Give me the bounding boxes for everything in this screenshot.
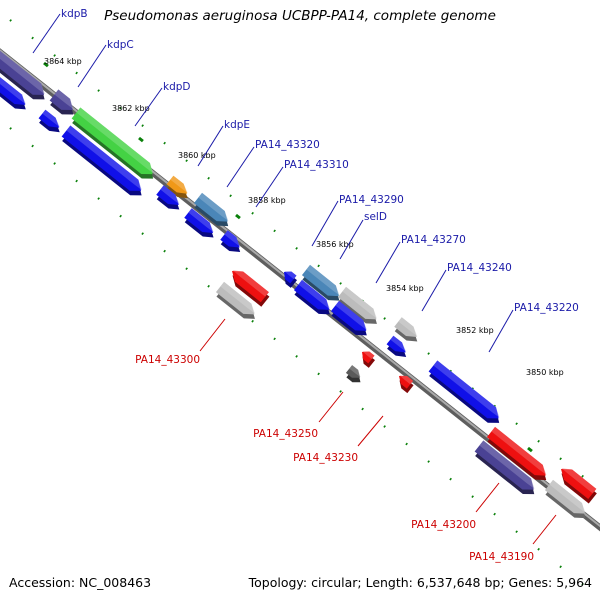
svg-text:PA14_43310: PA14_43310 [284, 159, 349, 171]
svg-text:PA14_43190: PA14_43190 [469, 551, 534, 563]
svg-text:PA14_43290: PA14_43290 [339, 194, 404, 206]
svg-text:PA14_43270: PA14_43270 [401, 234, 466, 246]
gene-PA14_43300-gray [215, 281, 256, 319]
gene-blue-8 [293, 279, 330, 315]
major-tick [235, 213, 241, 220]
label-PA14_43310: PA14_43310 [255, 159, 349, 208]
kbp-marker-label: 3862 kbp [112, 104, 150, 113]
svg-text:kdpD: kdpD [163, 81, 191, 93]
lower-dotted-track [9, 127, 584, 586]
label-kdpB: kdpB [32, 8, 88, 54]
label-PA14_43230: PA14_43230 [293, 415, 384, 464]
gene-PA14_43240 [394, 317, 418, 342]
gene-blue-3 [61, 125, 142, 196]
label-PA14_43250: PA14_43250 [253, 391, 344, 440]
gene-red-2 [561, 468, 597, 504]
upper-dotted-track [9, 19, 584, 478]
svg-text:PA14_43300: PA14_43300 [135, 354, 200, 366]
label-PA14_43290: PA14_43290 [311, 194, 404, 247]
label-PA14_43240: PA14_43240 [421, 262, 512, 312]
gene-red-small-1 [362, 351, 376, 368]
label-PA14_43220: PA14_43220 [488, 302, 579, 353]
label-PA14_43190: PA14_43190 [469, 514, 557, 563]
gene-blue-10 [386, 335, 407, 357]
label-kdpC: kdpC [77, 39, 134, 88]
gene-PA14_43320 [193, 192, 229, 227]
svg-text:PA14_43230: PA14_43230 [293, 452, 358, 464]
label-kdpD: kdpD [134, 81, 191, 127]
gene-layer [0, 49, 597, 519]
major-tick [527, 446, 533, 453]
svg-text:PA14_43220: PA14_43220 [514, 302, 579, 314]
svg-text:PA14_43320: PA14_43320 [255, 139, 320, 151]
genome-summary-text: Topology: circular; Length: 6,537,648 bp… [248, 575, 592, 590]
label-PA14_43300: PA14_43300 [135, 318, 226, 366]
gene-kdpC [49, 89, 74, 115]
svg-text:kdpB: kdpB [61, 8, 88, 20]
svg-text:PA14_43240: PA14_43240 [447, 262, 512, 274]
kbp-marker-label: 3854 kbp [386, 284, 424, 293]
gene-kdpE [166, 175, 188, 199]
gene-PA14_43290 [301, 264, 340, 301]
gene-blue-9 [330, 300, 367, 336]
svg-text:kdpC: kdpC [107, 39, 134, 51]
gene-PA14_43270 [337, 286, 378, 324]
kbp-marker-label: 3850 kbp [526, 368, 564, 377]
kbp-marker-label: 3858 kbp [248, 196, 286, 205]
gene-blue-6 [220, 230, 241, 252]
label-PA14_43270: PA14_43270 [375, 234, 466, 284]
tick-layer: 3864 kbp 3862 kbp 3860 kbp 3858 kbp 3856 kbp… [9, 19, 584, 586]
gene-PA14_43300-red [232, 270, 270, 307]
kbp-marker-label: 3860 kbp [178, 151, 216, 160]
label-layer: kdpB kdpC kdpD kdpE PA14_43320PA14_43310PA14… [32, 8, 579, 563]
gene-blue-2 [38, 109, 60, 133]
genome-title: Pseudomonas aeruginosa UCBPP-PA14, compl… [104, 8, 496, 24]
kbp-marker-label: 3864 kbp [44, 57, 82, 66]
svg-text:selD: selD [364, 211, 387, 223]
gene-kdpB [0, 49, 45, 100]
gene-blue-1 [0, 75, 26, 110]
gene-PA14_43250 [345, 365, 361, 383]
gene-PA14_43190 [544, 479, 586, 519]
svg-text:kdpE: kdpE [224, 119, 250, 131]
gene-kdpD [71, 107, 154, 179]
major-tick [43, 61, 49, 68]
kbp-marker-label: 3856 kbp [316, 240, 354, 249]
gene-blue-11 [428, 360, 500, 423]
kbp-marker-label: 3852 kbp [456, 326, 494, 335]
svg-text:PA14_43200: PA14_43200 [411, 519, 476, 531]
gene-red-1 [486, 426, 547, 481]
gene-PA14_43230 [399, 375, 414, 394]
gene-blue-5 [184, 208, 214, 238]
svg-text:PA14_43250: PA14_43250 [253, 428, 318, 440]
gene-blue-7 [284, 271, 298, 288]
label-PA14_43320: PA14_43320 [226, 139, 320, 188]
label-selD: selD [339, 211, 387, 260]
major-tick [138, 136, 144, 143]
label-kdpE: kdpE [197, 119, 250, 167]
label-PA14_43200: PA14_43200 [411, 482, 500, 531]
accession-text: Accession: NC_008463 [9, 575, 152, 590]
gene-PA14_43200 [474, 440, 535, 495]
gene-blue-4 [156, 185, 180, 210]
